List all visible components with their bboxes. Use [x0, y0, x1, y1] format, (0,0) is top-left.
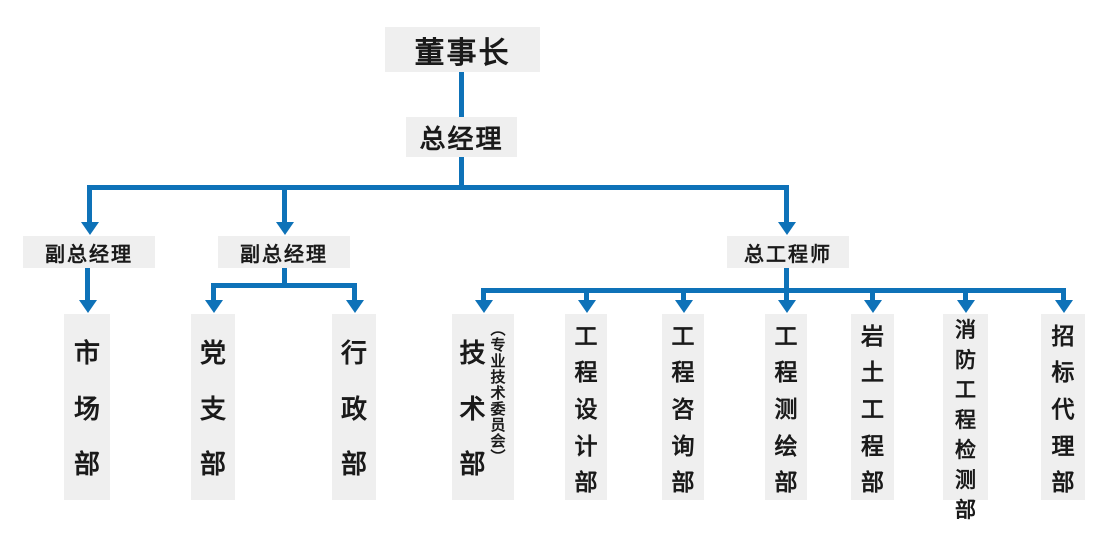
connector-arrow	[957, 300, 975, 313]
dept-label: 市场部	[73, 338, 100, 481]
connector-arrow	[346, 300, 364, 313]
connector-arrow	[79, 300, 97, 313]
dept-label: 党支部	[199, 338, 226, 481]
connector-arrow	[778, 300, 796, 313]
node-chairman: 董事长	[385, 27, 540, 72]
connector-chief-stem	[784, 268, 789, 290]
node-dept-geotechnical: 岩土工程部	[851, 314, 894, 500]
node-dept-technology: 技术部 （专业技术委员会）	[452, 314, 514, 500]
dept-label: 工程设计部	[574, 323, 598, 497]
connector-arrow	[864, 300, 882, 313]
connector-arrow	[276, 222, 294, 235]
node-chief-engineer: 总工程师	[727, 236, 849, 268]
connector-arrow	[778, 222, 796, 235]
connector-deputy2-stem	[282, 268, 287, 285]
connector-chief-rail	[481, 288, 1065, 293]
connector-arrow	[578, 300, 596, 313]
node-deputy-gm-2: 副总经理	[218, 236, 350, 268]
node-dept-party-branch: 党支部	[191, 314, 235, 500]
connector-drop-stem	[85, 268, 90, 300]
connector-drop-stem	[584, 288, 589, 300]
connector-arrow	[205, 300, 223, 313]
dept-label: 工程测绘部	[774, 323, 798, 497]
connector-drop-stem	[870, 288, 875, 300]
connector-level3-rail	[87, 185, 789, 190]
node-dept-administration: 行政部	[332, 314, 376, 500]
connector-drop-stem	[681, 288, 686, 300]
node-dept-bidding-agency: 招标代理部	[1041, 314, 1085, 500]
connector-deputy2-rail	[211, 283, 357, 288]
connector-drop-stem	[282, 185, 287, 222]
node-dept-surveying-mapping: 工程测绘部	[765, 314, 807, 500]
connector-drop-stem	[87, 185, 92, 222]
connector-gm-stem	[459, 157, 464, 187]
dept-label: 行政部	[340, 338, 367, 481]
connector-drop-stem	[784, 185, 789, 222]
connector-drop-stem	[963, 288, 968, 300]
connector-chairman-gm	[459, 72, 464, 117]
dept-label: 招标代理部	[1051, 323, 1075, 497]
dept-label: 技术部	[459, 338, 486, 481]
connector-drop-stem	[481, 288, 486, 300]
dept-label: 岩土工程部	[861, 323, 884, 497]
connector-drop-stem	[211, 283, 216, 300]
connector-drop-stem	[352, 283, 357, 300]
dept-label: 工程咨询部	[671, 323, 695, 497]
node-dept-fire-inspection: 消防工程检测部	[943, 314, 988, 522]
node-deputy-gm-1: 副总经理	[23, 236, 155, 268]
connector-drop-stem	[784, 288, 789, 300]
connector-drop-stem	[1061, 288, 1066, 300]
node-dept-engineering-design: 工程设计部	[565, 314, 607, 500]
connector-arrow	[81, 222, 99, 235]
node-dept-engineering-consulting: 工程咨询部	[662, 314, 704, 500]
node-general-manager: 总经理	[406, 117, 517, 157]
connector-arrow	[1055, 300, 1073, 313]
dept-label: 消防工程检测部	[955, 318, 976, 522]
connector-arrow	[675, 300, 693, 313]
connector-arrow	[475, 300, 493, 313]
node-dept-marketing: 市场部	[64, 314, 110, 500]
dept-sublabel: （专业技术委员会）	[488, 321, 507, 465]
